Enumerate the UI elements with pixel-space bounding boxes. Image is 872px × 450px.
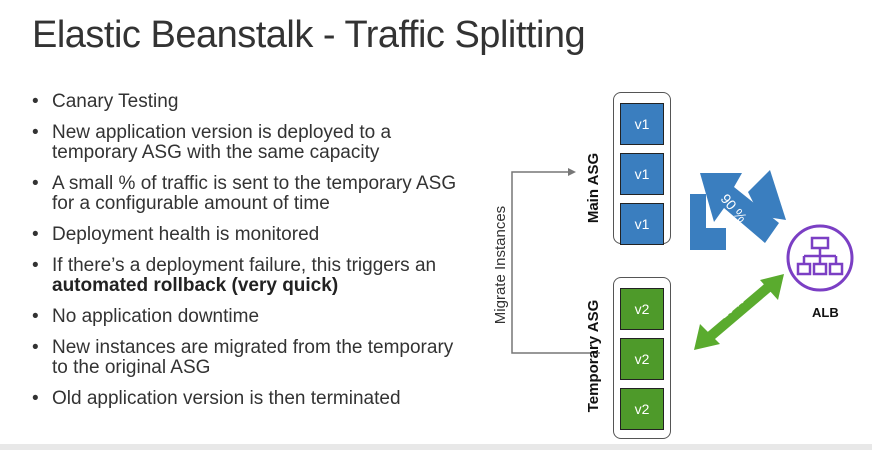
bullet-list: Canary Testing New application version i…: [30, 92, 470, 420]
bullet-item: Old application version is then terminat…: [30, 389, 470, 410]
alb-label: ALB: [812, 305, 839, 320]
instance-v2: v2: [620, 288, 664, 330]
migrate-instances-label: Migrate Instances: [492, 205, 509, 325]
bullet-item: A small % of traffic is sent to the temp…: [30, 174, 470, 214]
slide-title: Elastic Beanstalk - Traffic Splitting: [32, 14, 586, 56]
footer-divider: [0, 444, 872, 450]
bullet-item: Deployment health is monitored: [30, 225, 470, 246]
instance-v1: v1: [620, 203, 664, 245]
temp-traffic-arrow: [694, 274, 784, 350]
main-asg-label: Main ASG: [585, 152, 602, 224]
temporary-asg-box: v2 v2 v2: [613, 277, 671, 439]
bullet-item: New instances are migrated from the temp…: [30, 338, 470, 378]
instance-v2: v2: [620, 338, 664, 380]
instance-v1: v1: [620, 153, 664, 195]
temporary-asg-label: Temporary ASG: [585, 299, 602, 413]
main-traffic-arrow: [690, 170, 786, 250]
instance-v2: v2: [620, 388, 664, 430]
alb-icon: [786, 224, 854, 292]
bullet-item: If there’s a deployment failure, this tr…: [30, 256, 470, 296]
main-asg-box: v1 v1 v1: [613, 92, 671, 245]
bullet-item: Canary Testing: [30, 92, 470, 113]
instance-v1: v1: [620, 103, 664, 145]
bullet-item: New application version is deployed to a…: [30, 123, 470, 163]
bullet-item: No application downtime: [30, 307, 470, 328]
